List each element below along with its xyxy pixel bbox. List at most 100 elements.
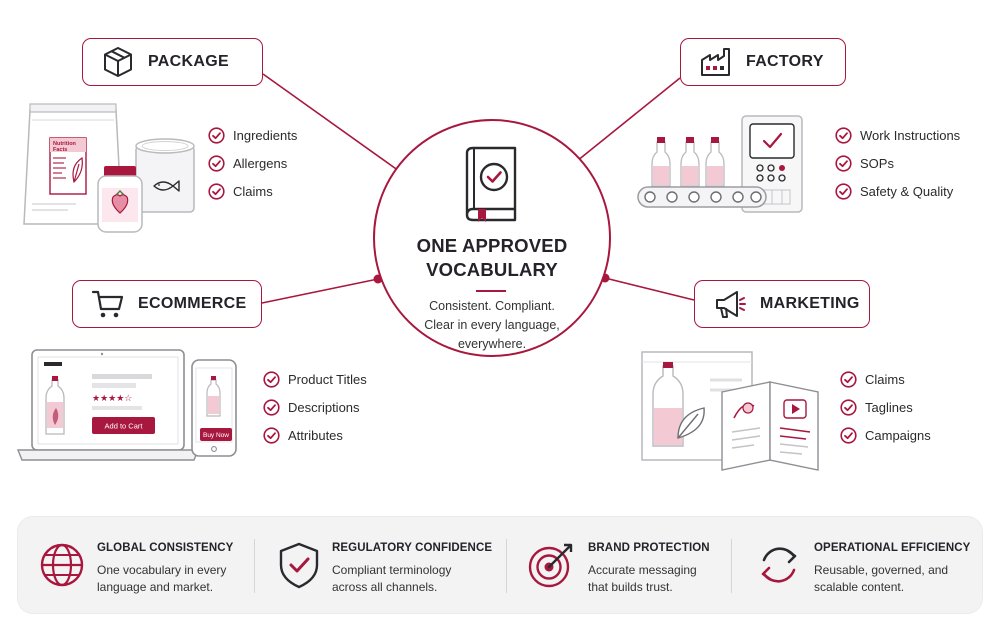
benefit-title: OPERATIONAL EFFICIENCY <box>814 542 971 554</box>
benefit-title: GLOBAL CONSISTENCY <box>97 542 234 554</box>
list-item: Work Instructions <box>835 121 960 149</box>
benefit-description-line: scalable content. <box>814 580 905 594</box>
list-item-label: Ingredients <box>233 127 298 143</box>
list-item-label: Campaigns <box>865 427 931 443</box>
center-subtitle-line: everywhere. <box>457 337 527 351</box>
benefit-operational-efficiency: OPERATIONAL EFFICIENCY Reusable, governe… <box>754 517 980 615</box>
node-label: ECOMMERCE <box>138 295 247 312</box>
ecommerce-illustration: ★★★★☆ Add to Cart Buy Now <box>16 349 237 461</box>
factory-checklist: Work Instructions SOPs Safety & Quality <box>835 121 960 205</box>
benefit-description-line: Accurate messaging <box>588 563 697 577</box>
center-title-line: VOCABULARY <box>426 259 558 280</box>
benefit-description-line: that builds trust. <box>588 580 673 594</box>
list-item-label: Taglines <box>865 399 913 415</box>
node-label: FACTORY <box>746 53 824 70</box>
check-circle-icon <box>263 370 280 388</box>
list-item-label: Claims <box>865 371 905 387</box>
check-circle-icon <box>208 182 225 200</box>
node-marketing: MARKETING <box>694 280 870 328</box>
check-circle-icon <box>263 398 280 416</box>
check-circle-icon <box>263 426 280 444</box>
center-subtitle-line: Clear in every language, <box>424 318 560 332</box>
megaphone-icon <box>716 291 746 318</box>
connector-package <box>262 73 400 172</box>
list-item: SOPs <box>835 149 960 177</box>
benefits-bar: GLOBAL CONSISTENCY One vocabulary in eve… <box>17 516 983 614</box>
rating-stars: ★★★★☆ <box>92 394 132 404</box>
factory-illustration <box>637 115 803 213</box>
marketing-checklist: Claims Taglines Campaigns <box>840 365 931 449</box>
factory-icon <box>701 48 730 76</box>
list-item: Claims <box>208 177 297 205</box>
list-item: Attributes <box>263 421 367 449</box>
benefit-global-consistency: GLOBAL CONSISTENCY One vocabulary in eve… <box>37 517 249 615</box>
buy-now-label: Buy Now <box>203 432 229 439</box>
add-to-cart-button <box>92 417 155 434</box>
node-label: MARKETING <box>760 295 860 312</box>
package-checklist: Ingredients Allergens Claims <box>208 121 297 205</box>
list-item: Product Titles <box>263 365 367 393</box>
benefit-description: Reusable, governed, and scalable content… <box>814 562 948 596</box>
approved-book-icon <box>465 146 517 222</box>
benefit-description-line: One vocabulary in every <box>97 563 227 577</box>
list-item: Taglines <box>840 393 931 421</box>
benefit-description-line: across all channels. <box>332 580 438 594</box>
center-title-line: ONE APPROVED <box>416 235 568 256</box>
title-underline <box>476 290 506 292</box>
center-title: ONE APPROVED VOCABULARY <box>380 234 604 282</box>
benefit-brand-protection: BRAND PROTECTION Accurate messaging that… <box>526 517 726 615</box>
buy-now-button <box>200 428 232 441</box>
list-item: Safety & Quality <box>835 177 960 205</box>
divider <box>731 539 732 593</box>
check-circle-icon <box>835 182 852 200</box>
globe-icon <box>40 543 84 587</box>
benefit-title: REGULATORY CONFIDENCE <box>332 542 493 554</box>
nutrition-label-text: Facts <box>53 147 67 153</box>
list-item-label: Product Titles <box>288 371 367 387</box>
list-item: Allergens <box>208 149 297 177</box>
check-circle-icon <box>208 154 225 172</box>
benefit-description: One vocabulary in every language and mar… <box>97 562 226 596</box>
check-circle-icon <box>840 398 857 416</box>
benefit-description-line: language and market. <box>97 580 214 594</box>
package-illustration: Nutrition Facts <box>23 103 195 233</box>
connector-ecommerce <box>261 278 379 304</box>
list-item-label: Claims <box>233 183 273 199</box>
divider <box>506 539 507 593</box>
target-icon <box>528 543 573 588</box>
node-label: PACKAGE <box>148 53 229 70</box>
list-item-label: Work Instructions <box>860 127 961 143</box>
refresh-cycle-icon <box>761 547 797 583</box>
check-circle-icon <box>840 426 857 444</box>
list-item-label: Safety & Quality <box>860 183 954 199</box>
list-item-label: Attributes <box>288 427 343 443</box>
connector-factory <box>576 77 681 162</box>
center-subtitle-line: Consistent. Compliant. <box>429 299 555 313</box>
marketing-illustration <box>641 351 819 471</box>
node-factory: FACTORY <box>680 38 846 86</box>
shopping-cart-icon <box>91 290 124 318</box>
node-ecommerce: ECOMMERCE <box>72 280 262 328</box>
benefit-description: Accurate messaging that builds trust. <box>588 562 697 596</box>
divider <box>254 539 255 593</box>
check-circle-icon <box>840 370 857 388</box>
connector-marketing <box>604 277 695 301</box>
benefit-description: Compliant terminology across all channel… <box>332 562 451 596</box>
check-circle-icon <box>208 126 225 144</box>
benefit-title: BRAND PROTECTION <box>588 542 710 554</box>
list-item-label: Allergens <box>233 155 288 171</box>
ecommerce-checklist: Product Titles Descriptions Attributes <box>263 365 367 449</box>
node-package: PACKAGE <box>82 38 263 86</box>
shield-check-icon <box>279 542 319 589</box>
list-item-label: Descriptions <box>288 399 360 415</box>
add-to-cart-label: Add to Cart <box>105 422 144 431</box>
benefit-regulatory-confidence: REGULATORY CONFIDENCE Compliant terminol… <box>274 517 502 615</box>
check-circle-icon <box>835 154 852 172</box>
list-item: Ingredients <box>208 121 297 149</box>
list-item: Campaigns <box>840 421 931 449</box>
center-subtitle: Consistent. Compliant. Clear in every la… <box>400 297 584 354</box>
benefit-description-line: Compliant terminology <box>332 563 452 577</box>
list-item-label: SOPs <box>860 155 894 171</box>
package-box-icon <box>104 47 132 77</box>
benefit-description-line: Reusable, governed, and <box>814 563 949 577</box>
